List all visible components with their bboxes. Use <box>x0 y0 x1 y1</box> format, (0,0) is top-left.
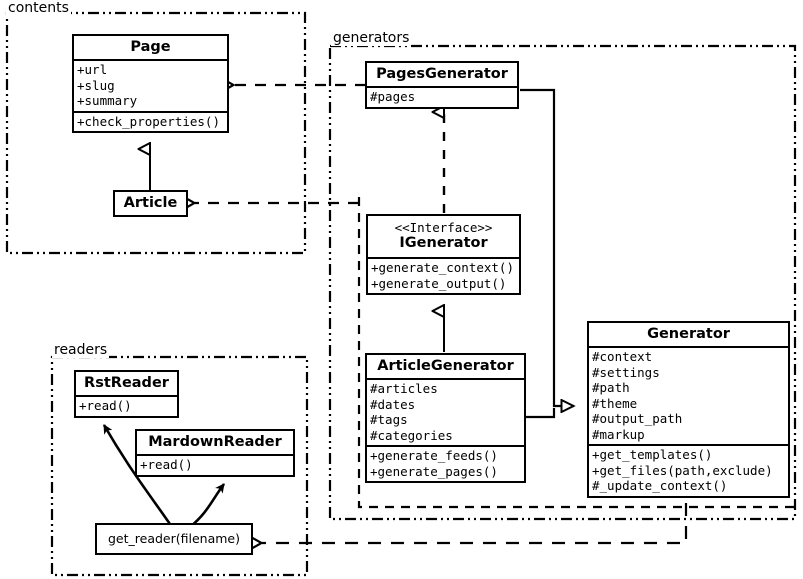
class-pages-generator[interactable]: PagesGenerator #pages <box>365 61 519 109</box>
class-pages-generator-title: PagesGenerator <box>376 66 508 82</box>
attribute-row: #path <box>592 380 630 395</box>
package-label-generators: generators <box>331 30 412 46</box>
operation-row: +generate_pages() <box>370 463 498 479</box>
class-mardown-reader[interactable]: MardownReader +read() <box>135 429 295 477</box>
class-generator-attributes: #context #settings #path #theme #output_… <box>589 346 788 444</box>
attribute-row: #pages <box>370 89 416 104</box>
class-mardown-reader-operations: +read() <box>137 454 293 475</box>
attribute-row: #output_path <box>592 411 683 426</box>
class-article-generator[interactable]: ArticleGenerator #articles #dates #tags … <box>365 353 526 483</box>
class-article-generator-title: ArticleGenerator <box>377 358 514 374</box>
attribute-row: +slug <box>77 77 115 93</box>
attribute-row: #articles <box>370 381 438 396</box>
class-rst-reader[interactable]: RstReader +read() <box>74 370 179 418</box>
attribute-row: #context <box>592 349 653 364</box>
class-generator-title: Generator <box>647 326 730 342</box>
attribute-row: +summary <box>77 93 138 108</box>
class-igenerator-title: IGenerator <box>399 235 488 251</box>
attribute-row: #settings <box>592 364 660 380</box>
operation-row: +generate_feeds() <box>370 448 498 463</box>
function-get-reader-label: get_reader(filename) <box>108 531 240 546</box>
class-article-generator-attributes: #articles #dates #tags #categories <box>367 378 524 445</box>
package-label-contents: contents <box>6 0 71 16</box>
relation-getreader-creates-mardownreader <box>189 483 226 528</box>
attribute-row: #markup <box>592 426 645 442</box>
relation-pagesgenerator-to-generator <box>520 88 574 406</box>
operation-row: +generate_context() <box>371 260 514 275</box>
operation-row: +get_templates() <box>592 447 713 462</box>
operation-row: +read() <box>79 398 132 413</box>
operation-row: +check_properties() <box>77 113 220 129</box>
class-igenerator[interactable]: <<Interface>> IGenerator +generate_conte… <box>366 214 521 295</box>
attribute-row: #tags <box>370 412 408 427</box>
class-page-operations: +check_properties() <box>74 110 227 132</box>
class-pages-generator-attributes: #pages <box>367 86 517 107</box>
package-label-readers: readers <box>52 342 110 358</box>
class-igenerator-operations: +generate_context() +generate_output() <box>368 257 519 293</box>
class-mardown-reader-title: MardownReader <box>148 434 282 450</box>
function-get-reader[interactable]: get_reader(filename) <box>95 523 253 555</box>
class-article-title: Article <box>123 195 178 211</box>
class-article[interactable]: Article <box>113 190 188 217</box>
operation-row: +get_files(path,exclude) <box>592 462 773 478</box>
class-article-generator-operations: +generate_feeds() +generate_pages() <box>367 445 524 481</box>
class-page-title: Page <box>130 39 171 55</box>
class-generator-operations: +get_templates() +get_files(path,exclude… <box>589 444 788 496</box>
class-page-attributes: +url +slug +summary <box>74 59 227 111</box>
class-igenerator-header: <<Interface>> IGenerator <box>368 216 519 257</box>
class-generator[interactable]: Generator #context #settings #path #them… <box>587 321 790 498</box>
class-rst-reader-title: RstReader <box>84 375 169 391</box>
operation-row: +generate_output() <box>371 275 507 291</box>
relation-generator-depends-getreader <box>262 503 688 543</box>
class-page[interactable]: Page +url +slug +summary +check_properti… <box>72 34 229 133</box>
operation-row: #_update_context() <box>592 478 728 493</box>
relation-articlegenerator-to-generator <box>526 408 556 419</box>
attribute-row: #categories <box>370 427 453 443</box>
attribute-row: #dates <box>370 396 416 412</box>
attribute-row: #theme <box>592 395 638 411</box>
class-igenerator-stereotype: <<Interface>> <box>394 220 493 235</box>
operation-row: +read() <box>140 457 193 472</box>
class-rst-reader-operations: +read() <box>76 395 177 416</box>
attribute-row: +url <box>77 62 108 77</box>
